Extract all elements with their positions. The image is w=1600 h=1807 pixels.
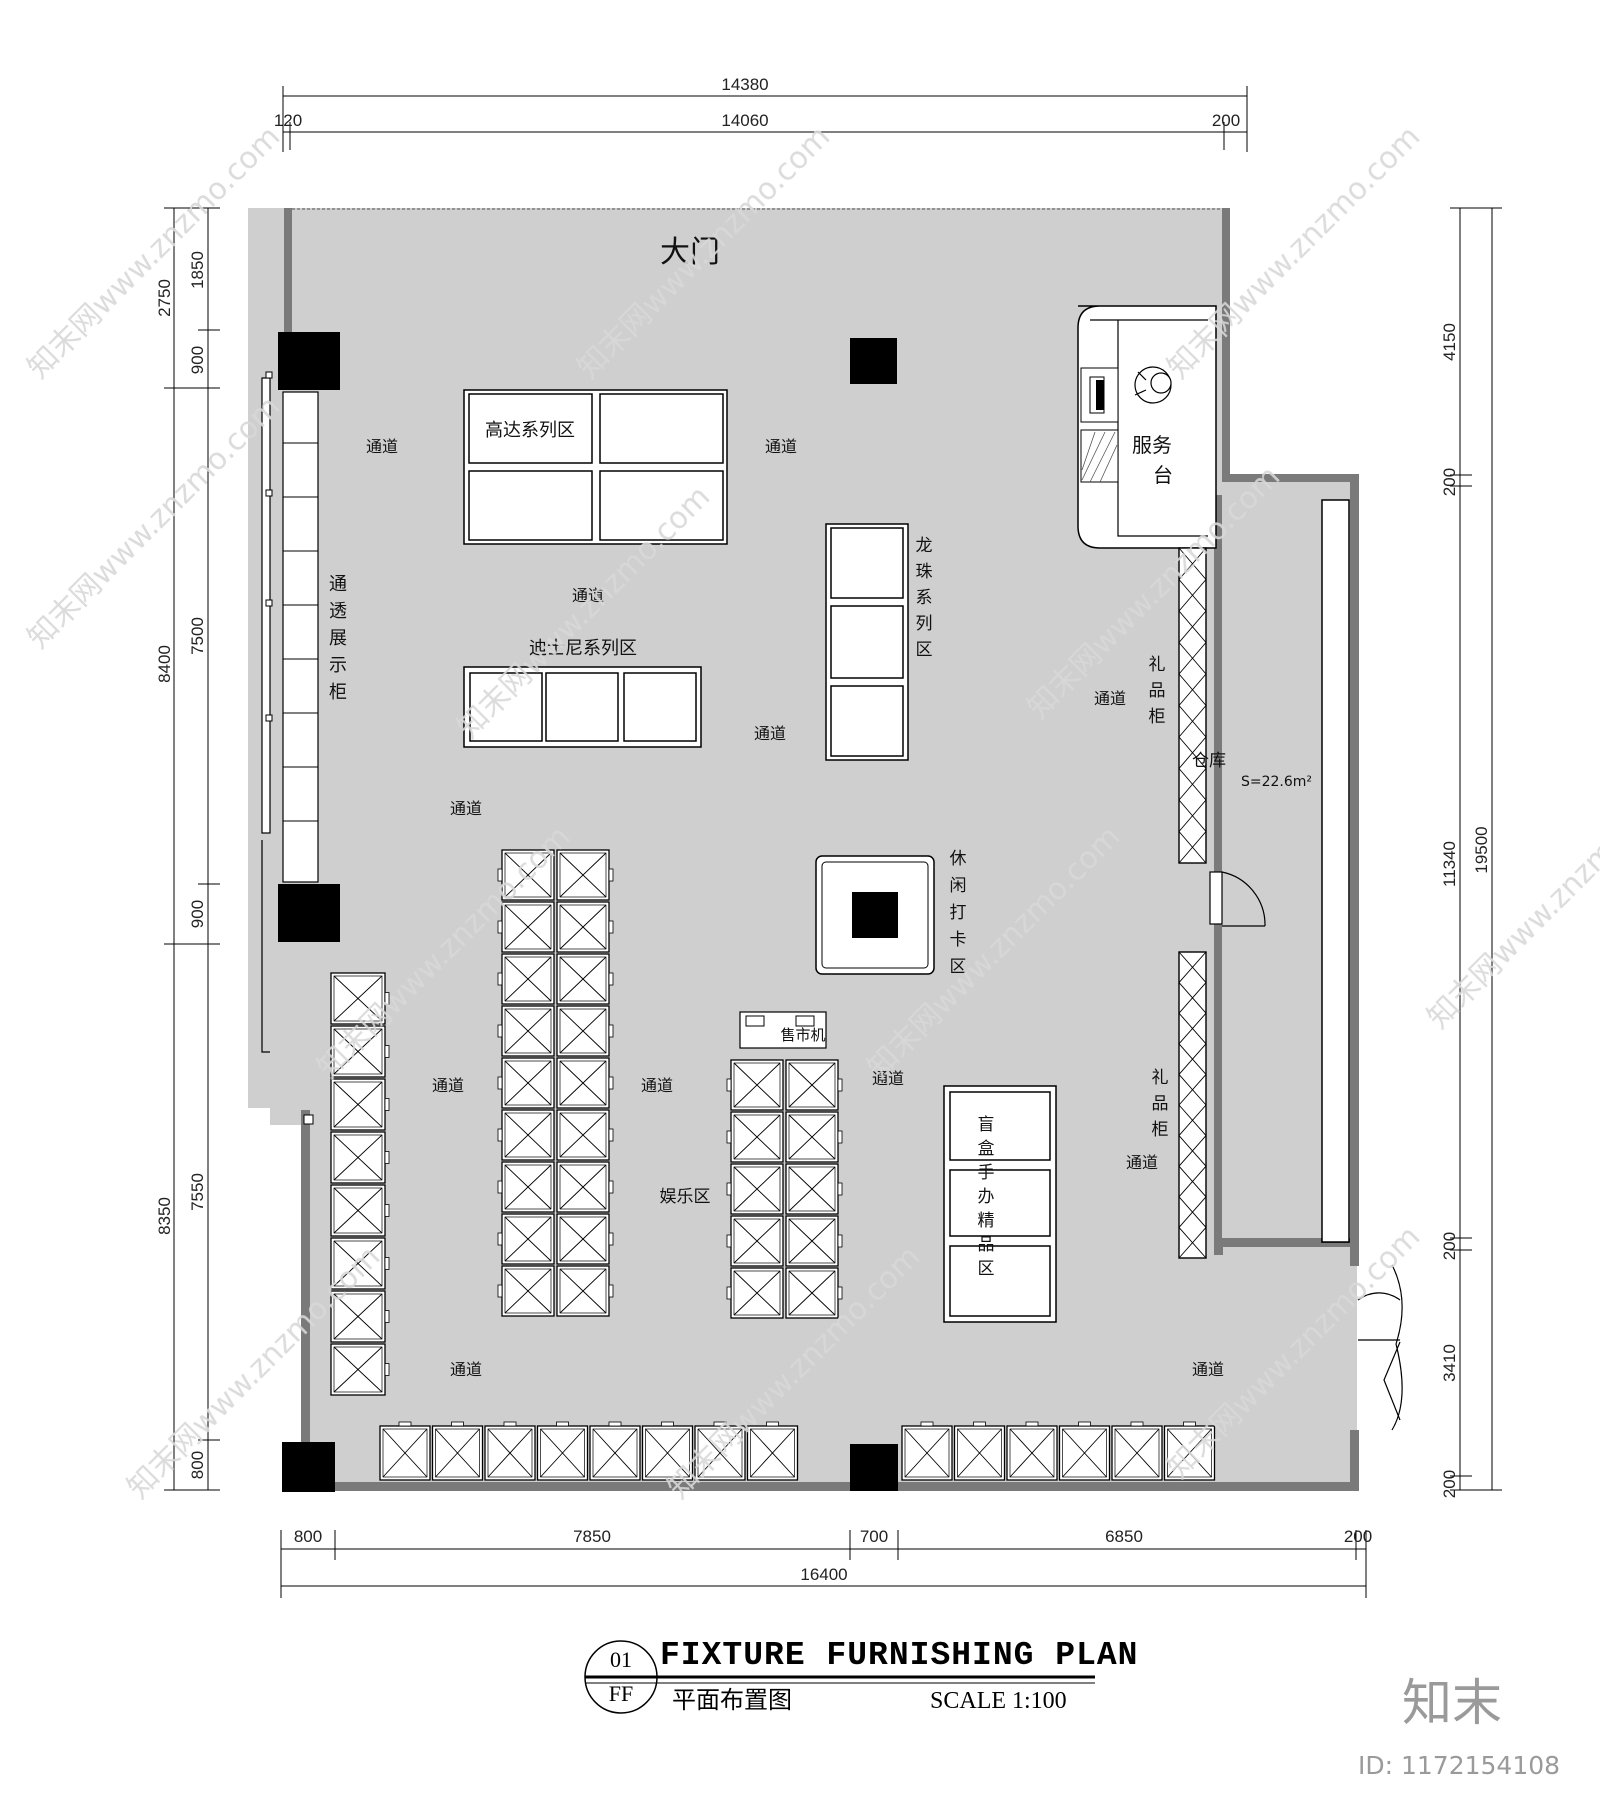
bottom-wall-machines-west <box>379 1421 799 1481</box>
dim-left-7550: 7550 <box>188 1173 207 1211</box>
disney-fixtures <box>463 666 702 748</box>
watermark-text: 知末网www.znzmo.com <box>21 119 287 385</box>
dim-right-3410: 3410 <box>1440 1344 1459 1382</box>
plan-scale: SCALE 1:100 <box>930 1688 1067 1714</box>
staff-seat-icon <box>1134 366 1172 404</box>
structural-columns <box>278 332 898 1492</box>
checkin-label: 休闲打卡区 <box>950 849 967 977</box>
dim-left-1850: 1850 <box>188 251 207 289</box>
dim-left-800: 800 <box>188 1451 207 1479</box>
dragonball-fixtures <box>825 523 909 761</box>
claw-machine-grid-2 <box>726 1059 843 1319</box>
gundam-fixtures <box>463 389 728 545</box>
dim-top-left: 120 <box>274 111 302 130</box>
blindbox-label: 盲盒手办精品区 <box>978 1115 995 1279</box>
aisle-label: 通道 <box>872 1069 904 1088</box>
blindbox-fixtures <box>943 1085 1057 1323</box>
gift-cabinet-label-a: 礼品柜 <box>1149 655 1166 727</box>
column <box>282 1442 335 1492</box>
transparent-showcase <box>261 371 319 1125</box>
dim-bottom-700: 700 <box>860 1527 888 1546</box>
claw-machine-grid <box>497 849 614 1317</box>
gift-cabinet-label-b: 礼品柜 <box>1152 1068 1169 1140</box>
dim-left-7500: 7500 <box>188 617 207 655</box>
entrance-label: 大门 <box>660 235 720 270</box>
dim-top-right: 200 <box>1212 111 1240 130</box>
aisle-label: 通道 <box>765 437 797 456</box>
watermark-text: 知末网www.znzmo.com <box>1421 769 1600 1035</box>
dim-bottom-7850: 7850 <box>573 1527 611 1546</box>
aisle-label: 通道 <box>450 799 482 818</box>
dim-bottom-800: 800 <box>294 1527 322 1546</box>
dim-left-8350: 8350 <box>155 1197 174 1235</box>
warehouse-area-label: S=22.6m² <box>1241 774 1312 790</box>
dim-bottom-200: 200 <box>1344 1527 1372 1546</box>
entertainment-label: 娱乐区 <box>660 1187 711 1207</box>
bottom-wall-machines-east <box>901 1421 1216 1481</box>
warehouse-door <box>1209 871 1266 927</box>
column <box>850 1444 898 1491</box>
dim-top-mid: 14060 <box>721 111 768 130</box>
aisle-label: 通道 <box>450 1360 482 1379</box>
showcase-label: 通透展示柜 <box>329 574 347 703</box>
left-wall-machines <box>330 972 390 1396</box>
dimension-labels: 14380 120 14060 200 1850 900 7500 900 75… <box>155 75 1491 1584</box>
service-label-1: 服务台 <box>1132 433 1173 487</box>
dim-right-11340: 11340 <box>1440 841 1459 887</box>
warehouse-label: 仓库 <box>1192 751 1226 771</box>
title-block: 01 FF FIXTURE FURNISHING PLAN 平面布置图 SCAL… <box>584 1637 1138 1714</box>
vending-label: 售市机 <box>780 1026 825 1044</box>
dim-right-4150: 4150 <box>1440 323 1459 361</box>
dragonball-label: 龙珠系列区 <box>916 536 933 660</box>
aisle-label: 通道 <box>1192 1360 1224 1379</box>
aisle-label: 通道 <box>754 724 786 743</box>
drawing-number: 01 <box>610 1647 632 1672</box>
zone-labels: 大门 高达系列区 迪士尼系列区 服务台 仓库 S=22.6m² 售市机 娱乐区 <box>485 235 1312 1207</box>
dim-top-total: 14380 <box>721 75 768 94</box>
dim-right-200b: 200 <box>1440 1232 1459 1260</box>
aisle-labels: 通道通道通道通道通道通道通道通道通道通道通道通道 <box>366 437 1224 1379</box>
dim-bottom-6850: 6850 <box>1105 1527 1143 1546</box>
image-id: ID: 1172154108 <box>1358 1751 1560 1780</box>
warehouse-room <box>1209 482 1350 1243</box>
drawing-code: FF <box>609 1681 633 1706</box>
aisle-label: 通道 <box>641 1076 673 1095</box>
dim-left-900b: 900 <box>188 900 207 928</box>
plan-title-english: FIXTURE FURNISHING PLAN <box>660 1637 1138 1674</box>
dimension-lines <box>164 86 1502 1598</box>
side-entry-doors <box>1357 1264 1403 1431</box>
aisle-label: 通道 <box>1094 689 1126 708</box>
column <box>850 338 897 384</box>
checkin-platform <box>815 855 935 975</box>
service-desk <box>1077 305 1217 549</box>
dim-left-2750: 2750 <box>155 279 174 317</box>
disney-label: 迪士尼系列区 <box>529 638 637 659</box>
aisle-label: 通道 <box>572 586 604 605</box>
vending-machine <box>739 1011 827 1049</box>
column <box>278 884 340 942</box>
gundam-label: 高达系列区 <box>485 420 575 441</box>
plan-title-chinese: 平面布置图 <box>672 1686 792 1714</box>
brand-logo-text: 知末 <box>1402 1674 1502 1732</box>
aisle-label: 通道 <box>432 1076 464 1095</box>
column <box>278 332 340 390</box>
dim-right-200c: 200 <box>1440 1470 1459 1498</box>
dim-left-8400: 8400 <box>155 645 174 683</box>
aisle-label: 通道 <box>1126 1153 1158 1172</box>
watermark-text: 知末网www.znzmo.com <box>21 389 287 655</box>
aisle-label: 通道 <box>366 437 398 456</box>
dim-right-19500: 19500 <box>1472 826 1491 873</box>
dim-right-200a: 200 <box>1440 468 1459 496</box>
dim-left-900a: 900 <box>188 346 207 374</box>
warehouse-shelving <box>1321 499 1350 1243</box>
dim-bottom-total: 16400 <box>800 1565 847 1584</box>
